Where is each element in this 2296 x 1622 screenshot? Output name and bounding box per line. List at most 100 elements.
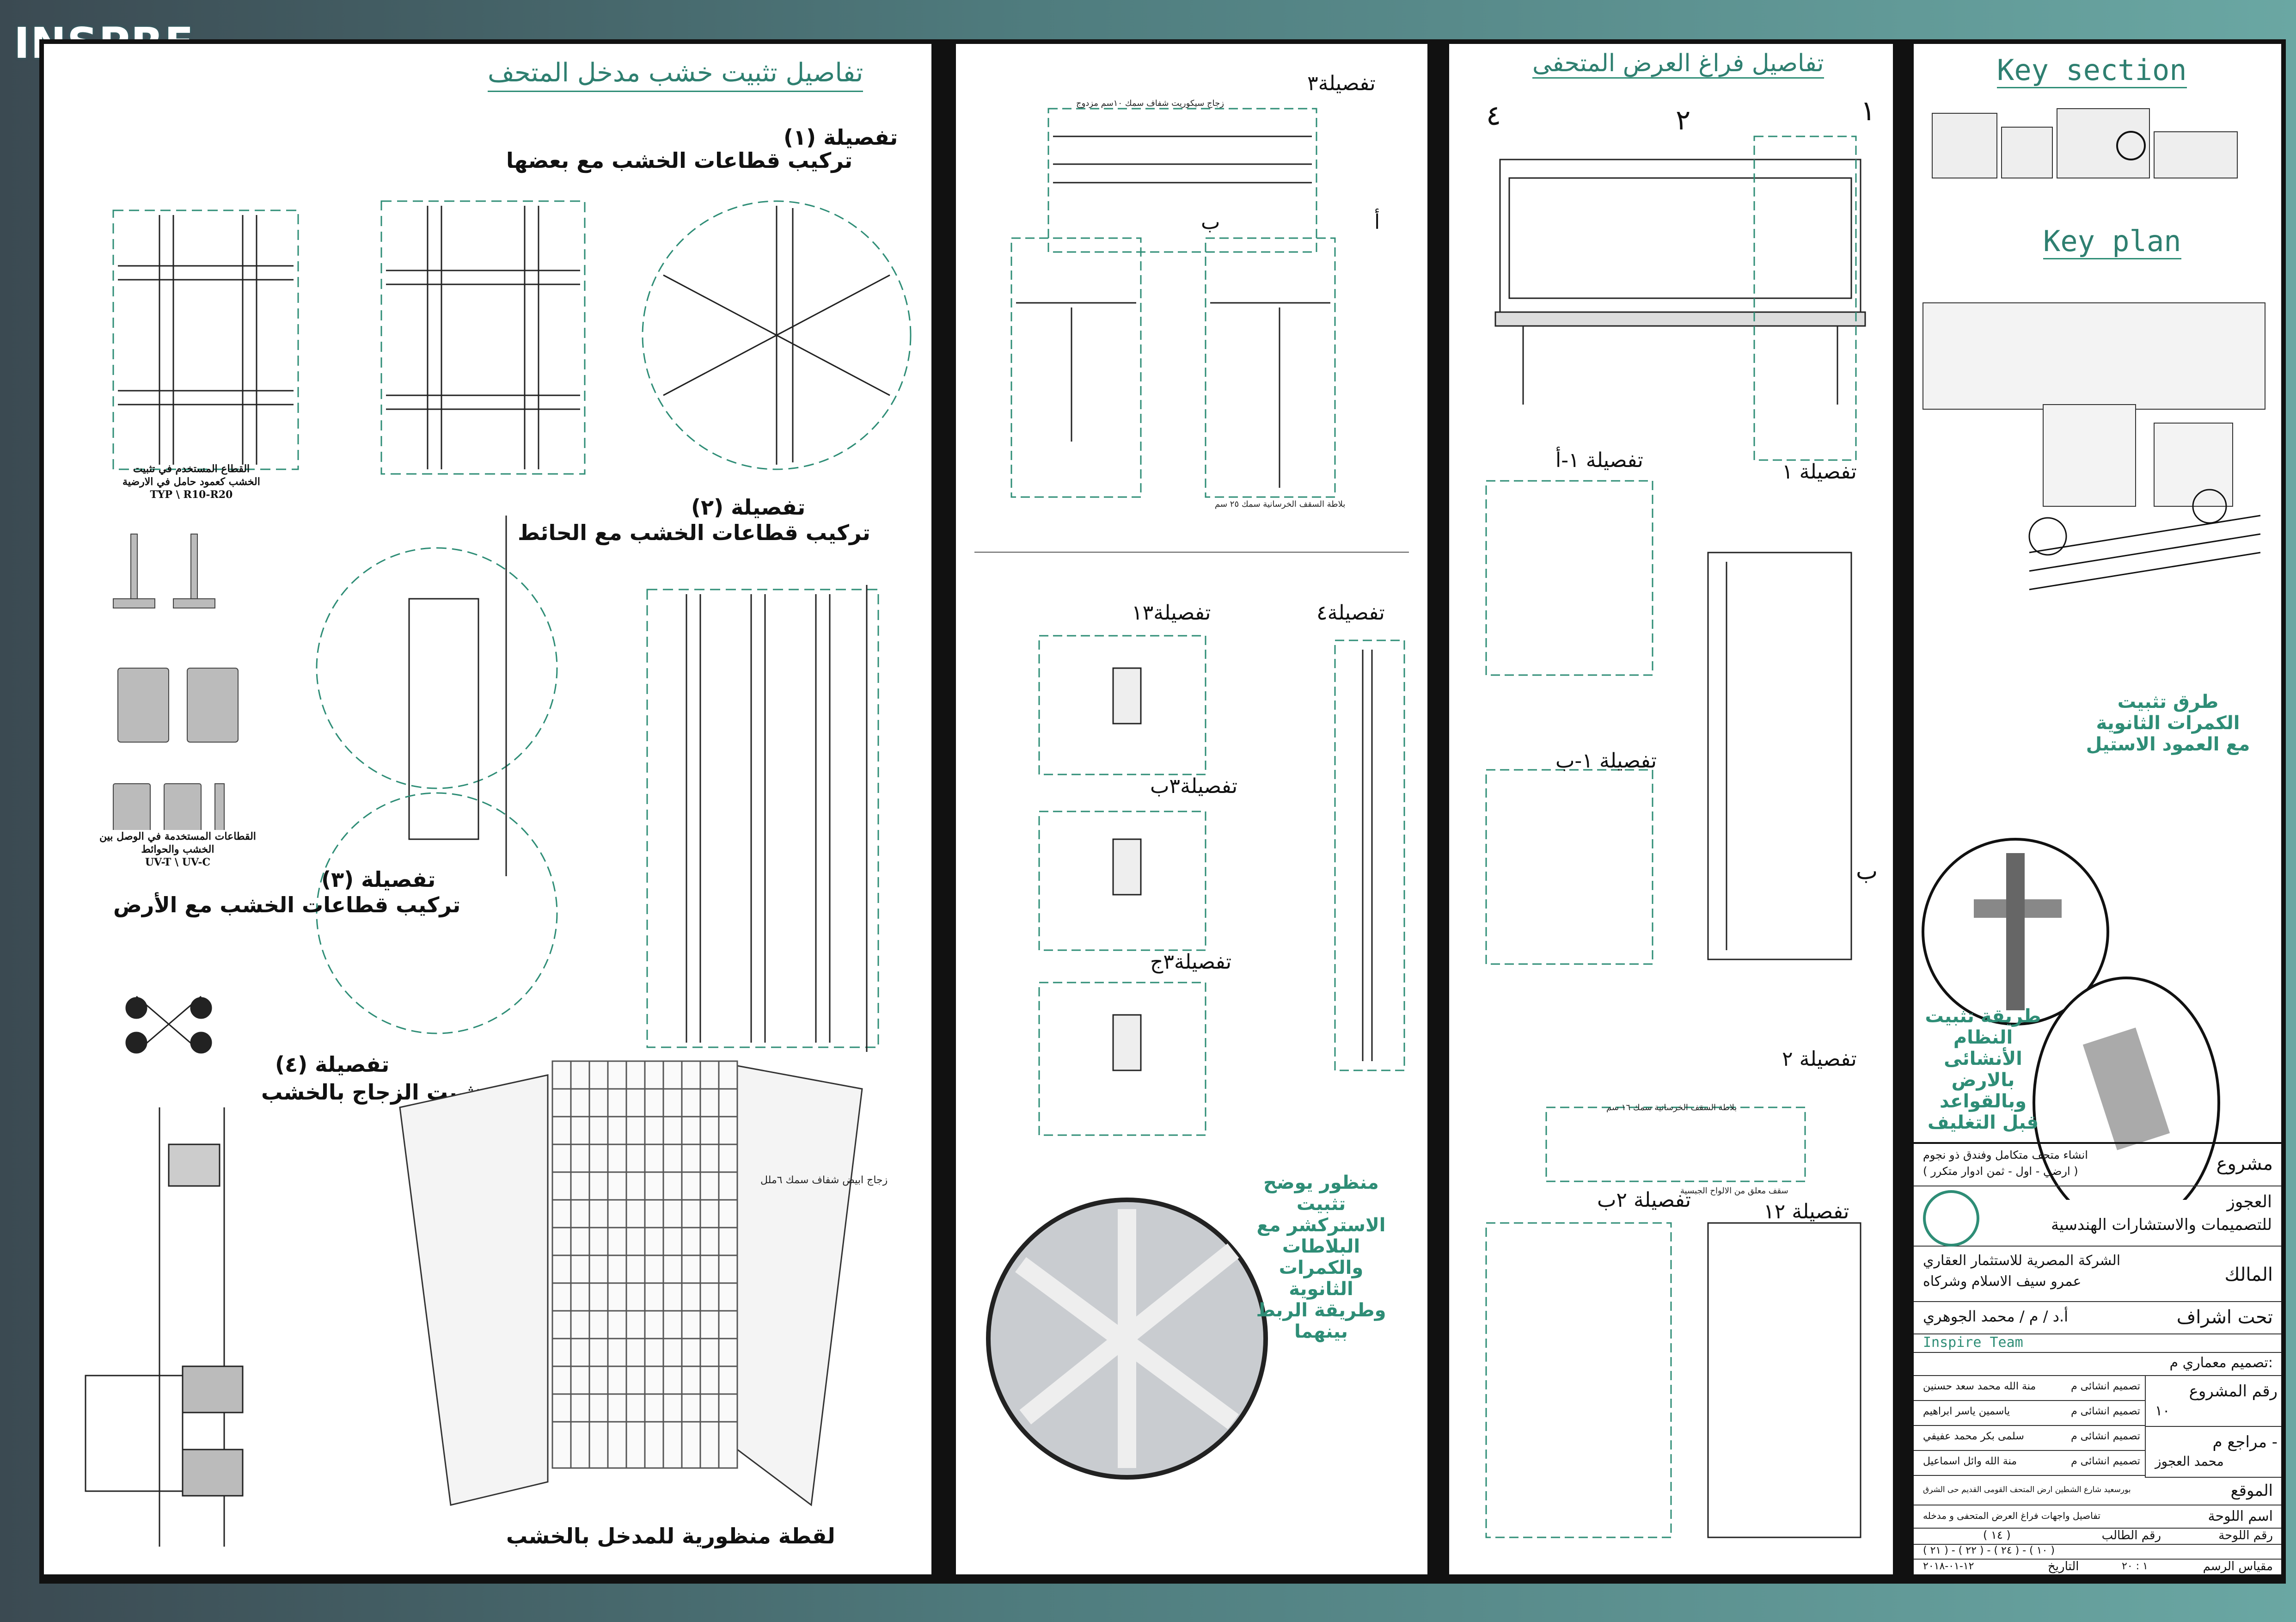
panel-exhibition-details: تفاصيل فراغ العرض المتحفى ١ ٢ ٤ تفصيلة ١… [1449,44,1893,1574]
member-role: تصميم انشائى م [2071,1456,2140,1467]
supervision-value: أ.د / م / محمد الجوهري [1923,1308,2069,1325]
panel-title-block: Key section Key plan طرق تثبيت الكمرات ا… [1914,44,2281,1574]
scale-value: ١ : ٢٠ [2122,1561,2148,1572]
member-name: منة الله محمد سعد حسنين [1923,1381,2036,1392]
tb-architect-row: تصميم معماري م: [1914,1352,2281,1376]
sheet-name-label: اسم اللوحة [2208,1508,2273,1524]
detail-3-subtitle: تركيب قطاعات الخشب مع الأرض [113,892,461,917]
location-value: بورسعيد شارع الشطين ارض المتحف القومى ال… [1923,1485,2131,1494]
project-value-2: ( ارضي - اول - ثمن ادوار متكرر ) [1923,1165,2078,1178]
teal-note: منظور يوضح تثبيت الاسترکشر مع البلاطات و… [1256,1172,1386,1342]
title-block: مشروع انشاء متحف متكامل وفندق ذو نجوم ( … [1914,1142,2281,1574]
student-no-value: ( ٢١ ) - ( ٢٢ ) - ( ٢٤ ) - ( ١٠ ) [1923,1545,2055,1556]
detail-4-label: تفصيلة٤ [1316,601,1385,625]
team-member-row: سلمى بكر محمد عفيفي تصميم انشائى م [1914,1425,2145,1451]
structure-perspective [986,1198,1268,1480]
panel-slab-details: تفصيلة٣ زجاج سيكوريت شفاف سمك ١٠سم مزدوج… [956,44,1427,1574]
detail-2-label: تفصيلة (٢) [691,495,806,520]
date-value: ١٢-٠١-٢٠١٨ [1923,1561,1974,1572]
detail-2-drawing [316,516,879,1052]
supervision-label: تحت اشراف [2176,1307,2273,1328]
number-4: ٤ [1486,99,1501,132]
detail-1-subtitle: تركيب قطاعات الخشب مع بعضها [506,148,853,173]
student-no-label: رقم الطالب [2101,1529,2161,1542]
member-name: سلمى بكر محمد عفيفي [1923,1431,2024,1442]
detail-3-label: تفصيلة (٣) [321,867,436,892]
team-member-row: ياسمين ياسر ابراهيم تصميم انشائى م [1914,1400,2145,1426]
panel-entrance-details: تفاصيل تثبيت خشب مدخل المتحف تفصيلة (١) … [44,44,931,1574]
team-member-row: منة الله وائل اسماعيل تصميم انشائى م [1914,1450,2145,1476]
project-label: مشروع [2216,1153,2273,1174]
note-ceiling: سقف معلق من الالواح الجبسية [1680,1186,1788,1196]
note-glass: زجاج ابيض شفاف سمك ٦ملل [760,1174,888,1186]
tb-team-row: Inspire Team [1914,1333,2281,1353]
detail-1-label: تفصيلة (١) [784,125,898,150]
details-13-4-drawings [1038,635,1405,1136]
number-1: ١ [1861,95,1876,127]
tb-owner-row: المالك الشركة المصرية للاستثمار العقاري … [1914,1246,2281,1302]
panel-title: تفاصيل تثبيت خشب مدخل المتحف [488,58,863,92]
detail-2-subtitle: تركيب قطاعات الخشب مع الحائط [518,520,870,545]
note-slab: بلاطة السقف الخرسانية سمك ٢٥ سم [1215,499,1346,509]
detail-2-label: تفصيلة ٢ [1782,1047,1857,1071]
detail-1a-label: تفصيلة ١-أ [1555,449,1643,472]
member-name: منة الله وائل اسماعيل [1923,1456,2017,1467]
detail-3c-label: تفصيلة٣ج [1150,950,1232,974]
detail-4-label: تفصيلة (٤) [275,1052,390,1077]
tb-project-row: مشروع انشاء متحف متكامل وفندق ذو نجوم ( … [1914,1144,2281,1186]
architect-label: تصميم معماري م: [2169,1355,2273,1371]
detail-4-drawing [85,995,244,1547]
detail-12-label: تفصيلة ١٢ [1763,1200,1849,1223]
detail-1-drawings [112,200,912,475]
tb-location-row: الموقع بورسعيد شارع الشطين ارض المتحف ال… [1914,1477,2281,1505]
tb-supervision-row: تحت اشراف أ.د / م / محمد الجوهري [1914,1301,2281,1334]
scale-label: مقياس الرسم [2203,1560,2273,1573]
date-label: التاريخ [2048,1560,2079,1573]
tb-student-row: ( ٢١ ) - ( ٢٢ ) - ( ٢٤ ) - ( ١٠ ) [1914,1544,2281,1560]
project-no-value: ١٠ [2155,1403,2170,1419]
key-plan-drawing [1923,302,2265,590]
key-section-title: Key section [1997,53,2187,88]
project-value-1: انشاء متحف متكامل وفندق ذو نجوم [1923,1149,2088,1161]
member-name: ياسمين ياسر ابراهيم [1923,1406,2010,1417]
number-2: ٢ [1676,104,1691,136]
detail-2b-label: تفصيلة ٢ب [1597,1188,1691,1212]
detail-1-label: تفصيلة ١ [1782,460,1857,484]
owner-value-1: الشركة المصرية للاستثمار العقاري [1923,1253,2121,1269]
detail-3-label: تفصيلة٣ [1307,72,1376,95]
member-role: تصميم انشائى م [2071,1381,2140,1392]
owner-value-2: عمرو سيف الاسلام وشركاه [1923,1273,2082,1290]
team-name: Inspire Team [1923,1334,2023,1351]
anchor-parts [113,534,239,830]
note-slab: بلاطة السقف الخرسانية سمك ١٦ سم [1606,1103,1737,1112]
detail-3-drawing [974,108,1409,553]
note-glass: زجاج سيكوريت شفاف سمك ١٠سم مزدوج [1076,98,1224,108]
note-system: طريقة تثبيت النظام الأنشائى بالارض وبالق… [1925,1006,2041,1133]
tb-sheet-name-row: اسم اللوحة تفاصيل واجهات فراغ العرض المت… [1914,1505,2281,1529]
section-note-1: القطاع المستخدم في تثبيت الخشب كعمود حام… [122,463,260,501]
sheet-name-value: تفاصيل واجهات فراغ العرض المتحفى و مدخله [1923,1510,2100,1521]
office-name-1: العجوز [2227,1192,2272,1211]
sheet-no-label: رقم اللوحة [2218,1529,2273,1542]
team-members-list: منة الله محمد سعد حسنين تصميم انشائى م ي… [1914,1375,2145,1477]
location-label: الموقع [2230,1481,2273,1500]
office-seal [1923,1190,1979,1247]
member-role: تصميم انشائى م [2071,1406,2140,1417]
detail-3b-label: تفصيلة٣ب [1150,774,1238,798]
tb-office-row: العجوز للتصميمات والاستشارات الهندسية [1914,1186,2281,1247]
project-no-label: رقم المشروع [2189,1382,2278,1401]
sheet-no-value: ( ١٤ ) [1983,1529,2011,1542]
detail-1b-label: تفصيلة ١-ب [1555,749,1657,773]
section-note-2: القطاعات المستخدمة في الوصل بين الخشب وا… [99,830,256,868]
project-no-cell: رقم المشروع ١٠ [2145,1375,2281,1427]
perspective-caption: لقطة منظورية للمدخل بالخشب [506,1524,835,1548]
letter-b: ب [1856,858,1878,885]
tb-scale-row: مقياس الرسم ١ : ٢٠ التاريخ ١٢-٠١-٢٠١٨ [1914,1559,2281,1574]
tb-sheet-no-row: رقم اللوحة ( ١٤ ) رقم الطالب [1914,1528,2281,1545]
letter-a: أ [1374,210,1380,234]
note-beams: طرق تثبيت الكمرات الثانوية مع العمود الا… [2086,691,2250,755]
reviewer-cell: مراجع م - محمد العجوز [2145,1426,2281,1478]
member-role: تصميم انشائى م [2071,1431,2140,1442]
reviewer-label: مراجع م - [2212,1433,2278,1451]
entrance-perspective [399,1060,863,1506]
